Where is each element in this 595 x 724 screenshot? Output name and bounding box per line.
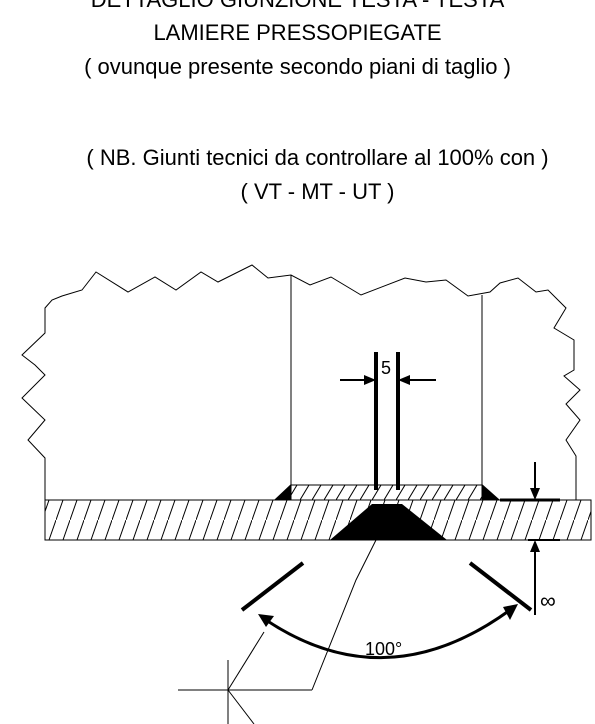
infinity-symbol: ∞ bbox=[540, 588, 556, 613]
reference-cross-diag-2 bbox=[227, 689, 255, 724]
gap-arrow-right-head bbox=[398, 375, 410, 385]
gap-dimension-label: 5 bbox=[381, 358, 391, 378]
gap-arrow-left-head bbox=[364, 375, 376, 385]
thickness-arrow-up bbox=[530, 540, 540, 552]
upper-plate-outline bbox=[21, 264, 581, 500]
thickness-arrow-down bbox=[530, 488, 540, 500]
v-weld-bead bbox=[330, 504, 447, 540]
cover-strip bbox=[290, 484, 483, 501]
angle-dimension-label: 100° bbox=[365, 639, 402, 659]
fillet-weld-right bbox=[482, 484, 500, 500]
title-line-3: ( ovunque presente secondo piani di tagl… bbox=[84, 54, 511, 79]
leader-arrow-head bbox=[372, 524, 384, 540]
angle-arrow-right bbox=[503, 604, 518, 620]
bevel-line-left bbox=[240, 561, 305, 612]
note-line-2: ( VT - MT - UT ) bbox=[240, 179, 395, 204]
bevel-line-right bbox=[468, 561, 533, 612]
title-line-2: LAMIERE PRESSOPIEGATE bbox=[153, 20, 442, 45]
fillet-weld-left bbox=[274, 484, 291, 500]
angle-arrow-left bbox=[258, 614, 274, 627]
base-plate bbox=[44, 499, 592, 541]
angle-arc bbox=[265, 608, 511, 660]
leader-line bbox=[311, 531, 381, 691]
title-line-1: DETTAGLIO GIUNZIONE TESTA - TESTA bbox=[0, 0, 595, 13]
reference-cross-diag-1 bbox=[227, 631, 265, 691]
note-line-1: ( NB. Giunti tecnici da controllare al 1… bbox=[86, 145, 549, 170]
